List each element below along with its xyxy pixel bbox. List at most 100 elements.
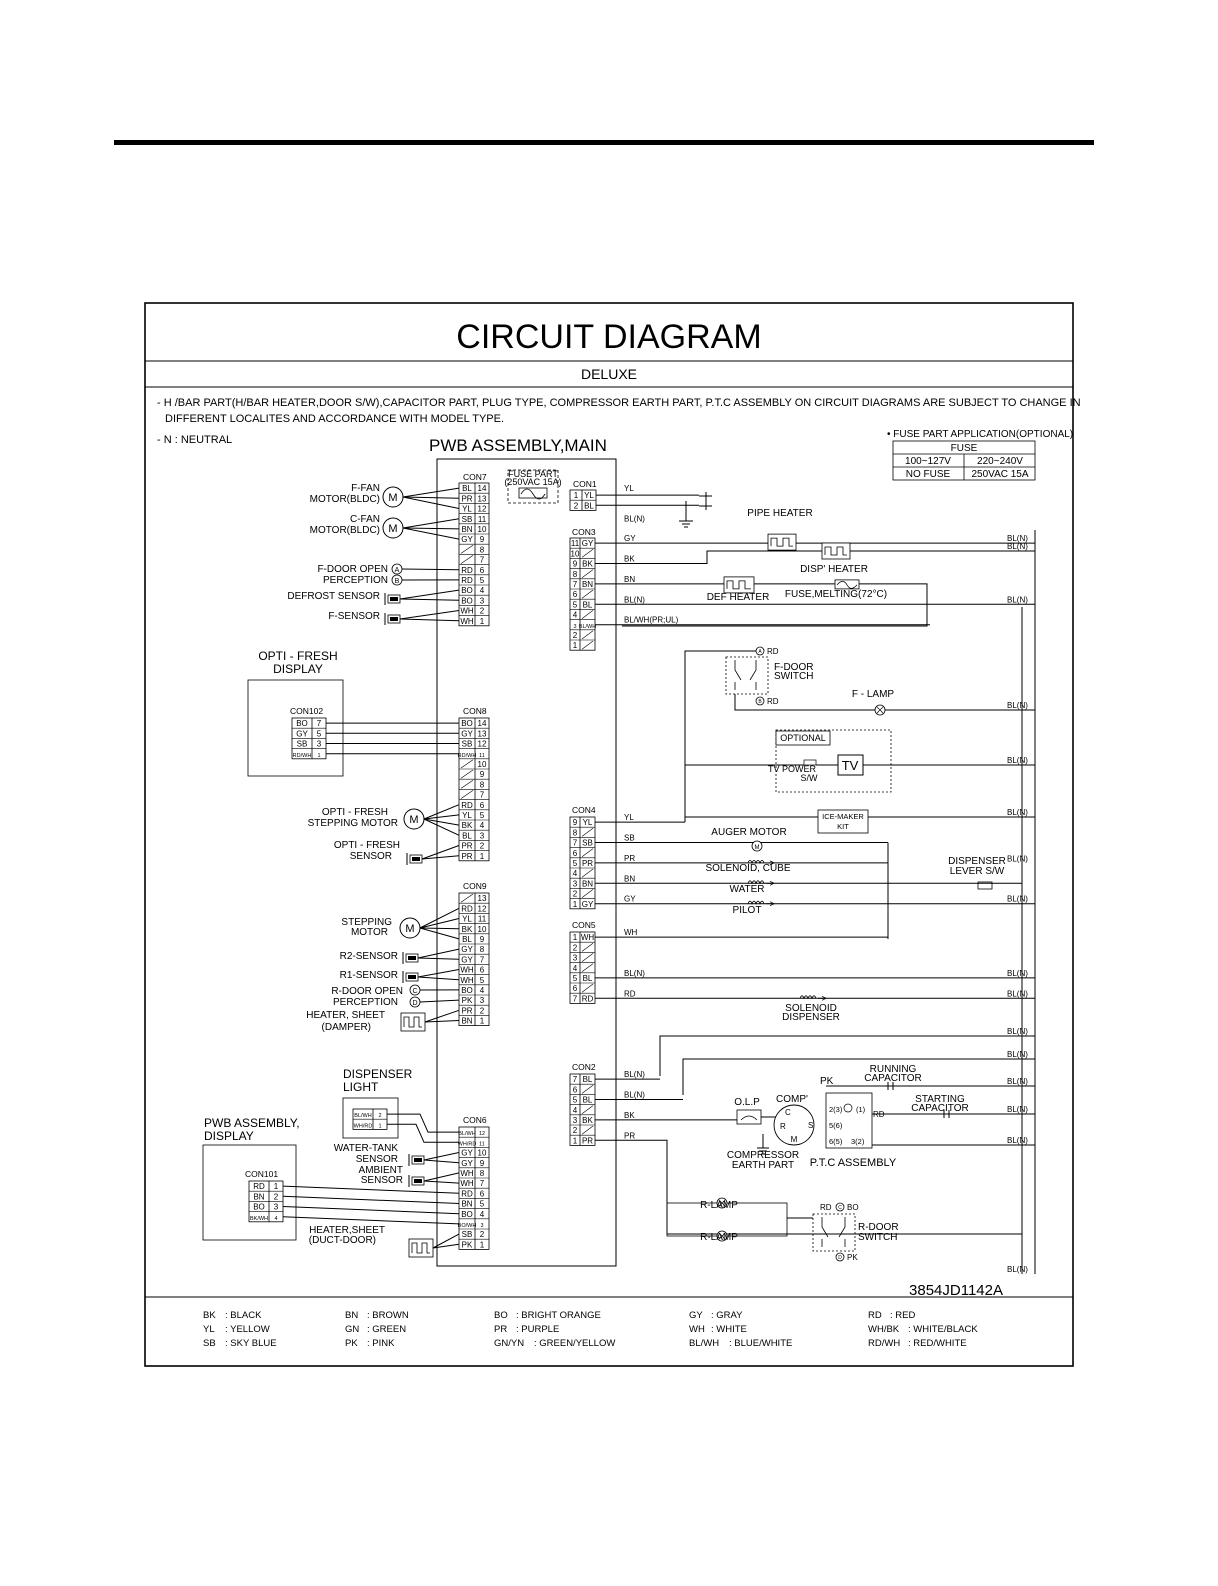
defrost-sensor-icon-wire <box>399 598 460 601</box>
connector-pin-con2: 1 <box>573 1136 578 1145</box>
water-tank-sensor-icon-core <box>414 1158 422 1162</box>
connector-pin-con7: 1 <box>480 617 485 626</box>
connector-title-con4: CON4 <box>572 805 596 815</box>
opti-display-label-2: DISPLAY <box>273 662 323 676</box>
connector-pin-con1: 2 <box>574 501 579 510</box>
connector-pin-con6: 8 <box>480 1169 485 1178</box>
neutral-label: BL(N) <box>1007 1105 1028 1114</box>
rdoor-switch-label-1: R-DOOR <box>858 1222 899 1233</box>
connector-pin-con9: BL <box>462 935 472 944</box>
comp-r: R <box>780 1122 786 1131</box>
connector-pin-con2: 6 <box>573 1085 578 1094</box>
rdoor-d-letter: D <box>838 1255 842 1261</box>
rdoor-d-mark <box>835 1252 845 1262</box>
pipe-heater-label: PIPE HEATER <box>747 508 812 519</box>
connector-pin-con3: 1 <box>573 641 578 650</box>
wire-def-heater <box>595 583 928 627</box>
legend-meaning: : PURPLE <box>516 1324 559 1335</box>
wire-disp-light <box>387 1123 459 1143</box>
wire-label: BL(N) <box>624 514 645 523</box>
connector-pin-con9: 8 <box>480 945 485 954</box>
connector-pin-con101: 2 <box>274 1192 279 1201</box>
fdoor-switch-a-letter: A <box>758 649 762 655</box>
water-tank-sensor-icon-wire <box>423 1159 460 1164</box>
connector-pin-con2: 5 <box>573 1096 578 1105</box>
legend-code: YL <box>203 1324 215 1335</box>
connector-pin-con4: YL <box>583 818 593 827</box>
flamp-label: F - LAMP <box>852 689 895 700</box>
ptc-pin-3: 5(6) <box>829 1121 843 1130</box>
stepping-motor-icon-wire <box>419 907 460 929</box>
wire-label: GY <box>624 895 636 904</box>
fdoor-a-mark <box>391 563 403 575</box>
neutral-label: BL(N) <box>1007 542 1028 551</box>
connector-unused-mark-con4 <box>581 889 594 898</box>
fuse-col-low: 100~127V <box>905 456 951 467</box>
legend-meaning: : BROWN <box>367 1310 409 1321</box>
pwb-display-box <box>202 1144 297 1241</box>
note-line-1: - H /BAR PART(H/BAR HEATER,DOOR S/W),CAP… <box>157 397 1081 409</box>
connector-pin-con2: 4 <box>573 1106 578 1115</box>
fuse-col-high: 220~240V <box>977 456 1023 467</box>
connector-pin-con8: 14 <box>478 719 487 728</box>
connector-pin-con5: RD <box>582 994 594 1003</box>
starting-capacitor-icon <box>943 1110 950 1118</box>
connector-pin-con3: 6 <box>573 590 578 599</box>
connector-title-con101: CON101 <box>245 1169 278 1179</box>
connector-pin-con101: 4 <box>274 1216 277 1222</box>
rdoor-switch-icon <box>812 1213 856 1252</box>
connector-pin-con6: GY <box>461 1149 473 1158</box>
ptc-pin-2: (1) <box>856 1105 866 1114</box>
connector-pin-con8: 9 <box>480 770 485 779</box>
fdoor-label-1: F-DOOR OPEN <box>317 564 388 575</box>
disp-light-label-2: LIGHT <box>343 1080 379 1094</box>
ptc-thermistor-icon <box>843 1103 853 1113</box>
connector-pin-con9: WH <box>460 966 474 975</box>
icemaker-label-1: ICE-MAKER <box>822 812 864 821</box>
connector-pin-con9: GY <box>461 945 473 954</box>
ffan-label-2: MOTOR(BLDC) <box>310 494 380 505</box>
connector-unused-mark-con9 <box>460 893 474 903</box>
ptc-pin-5: 3(2) <box>851 1137 865 1146</box>
connector-pin-con6: 1 <box>480 1240 485 1249</box>
stepping-label-1: STEPPING <box>341 917 392 928</box>
connector-pin-con102: SB <box>297 740 308 749</box>
legend-code: BL/WH <box>689 1338 719 1349</box>
ffan-motor-icon-letter: M <box>388 492 397 504</box>
connector-pin-con7: 5 <box>480 576 485 585</box>
comp-label: COMP' <box>776 1094 808 1105</box>
fuse-val-low: NO FUSE <box>906 469 951 480</box>
dispenser-light-box <box>342 1097 399 1139</box>
heater-duct-icon-coil <box>411 1242 430 1254</box>
rdoor-switch-label-2: SWITCH <box>858 1232 897 1243</box>
connector-pin-con9: 9 <box>480 935 485 944</box>
legend-code: GN/YN <box>494 1338 524 1349</box>
connector-pin-con9: PK <box>462 996 473 1005</box>
page-title: CIRCUIT DIAGRAM <box>456 318 761 356</box>
fuse-melting-label: FUSE,MELTING(72°C) <box>785 589 887 600</box>
opti-stepping-motor-icon-letter: M <box>409 814 418 826</box>
connector-pin-con102: 5 <box>317 729 322 738</box>
connector-pin-con5: 5 <box>573 974 578 983</box>
connector-pin-con6: 12 <box>479 1131 485 1137</box>
optional-tv-box <box>775 729 892 793</box>
running-capacitor-icon <box>887 1082 894 1090</box>
cfan-motor-icon-wire <box>402 527 460 530</box>
fdoor-switch-a <box>755 646 765 656</box>
connector-pin-con6: 2 <box>480 1230 485 1239</box>
legend-meaning: : GREEN <box>367 1324 406 1335</box>
connector-pin-con9: WH <box>460 976 474 985</box>
disp-heater-label: DISP' HEATER <box>800 564 868 575</box>
connector-pin-con3: 10 <box>571 549 580 558</box>
connector-pin-con4: 2 <box>573 890 578 899</box>
connector-pin-con8: 4 <box>480 821 485 830</box>
connector-unused-mark-con8 <box>460 779 474 789</box>
ffan-motor-icon-wire <box>402 496 460 499</box>
fdoor-switch-contacts <box>734 660 757 690</box>
connector-pin-con2: 7 <box>573 1075 578 1084</box>
ambient-sensor-icon-wire <box>423 1172 460 1182</box>
connector-pin-con3: 4 <box>573 611 578 620</box>
rdoor-switch-contacts <box>821 1217 846 1247</box>
